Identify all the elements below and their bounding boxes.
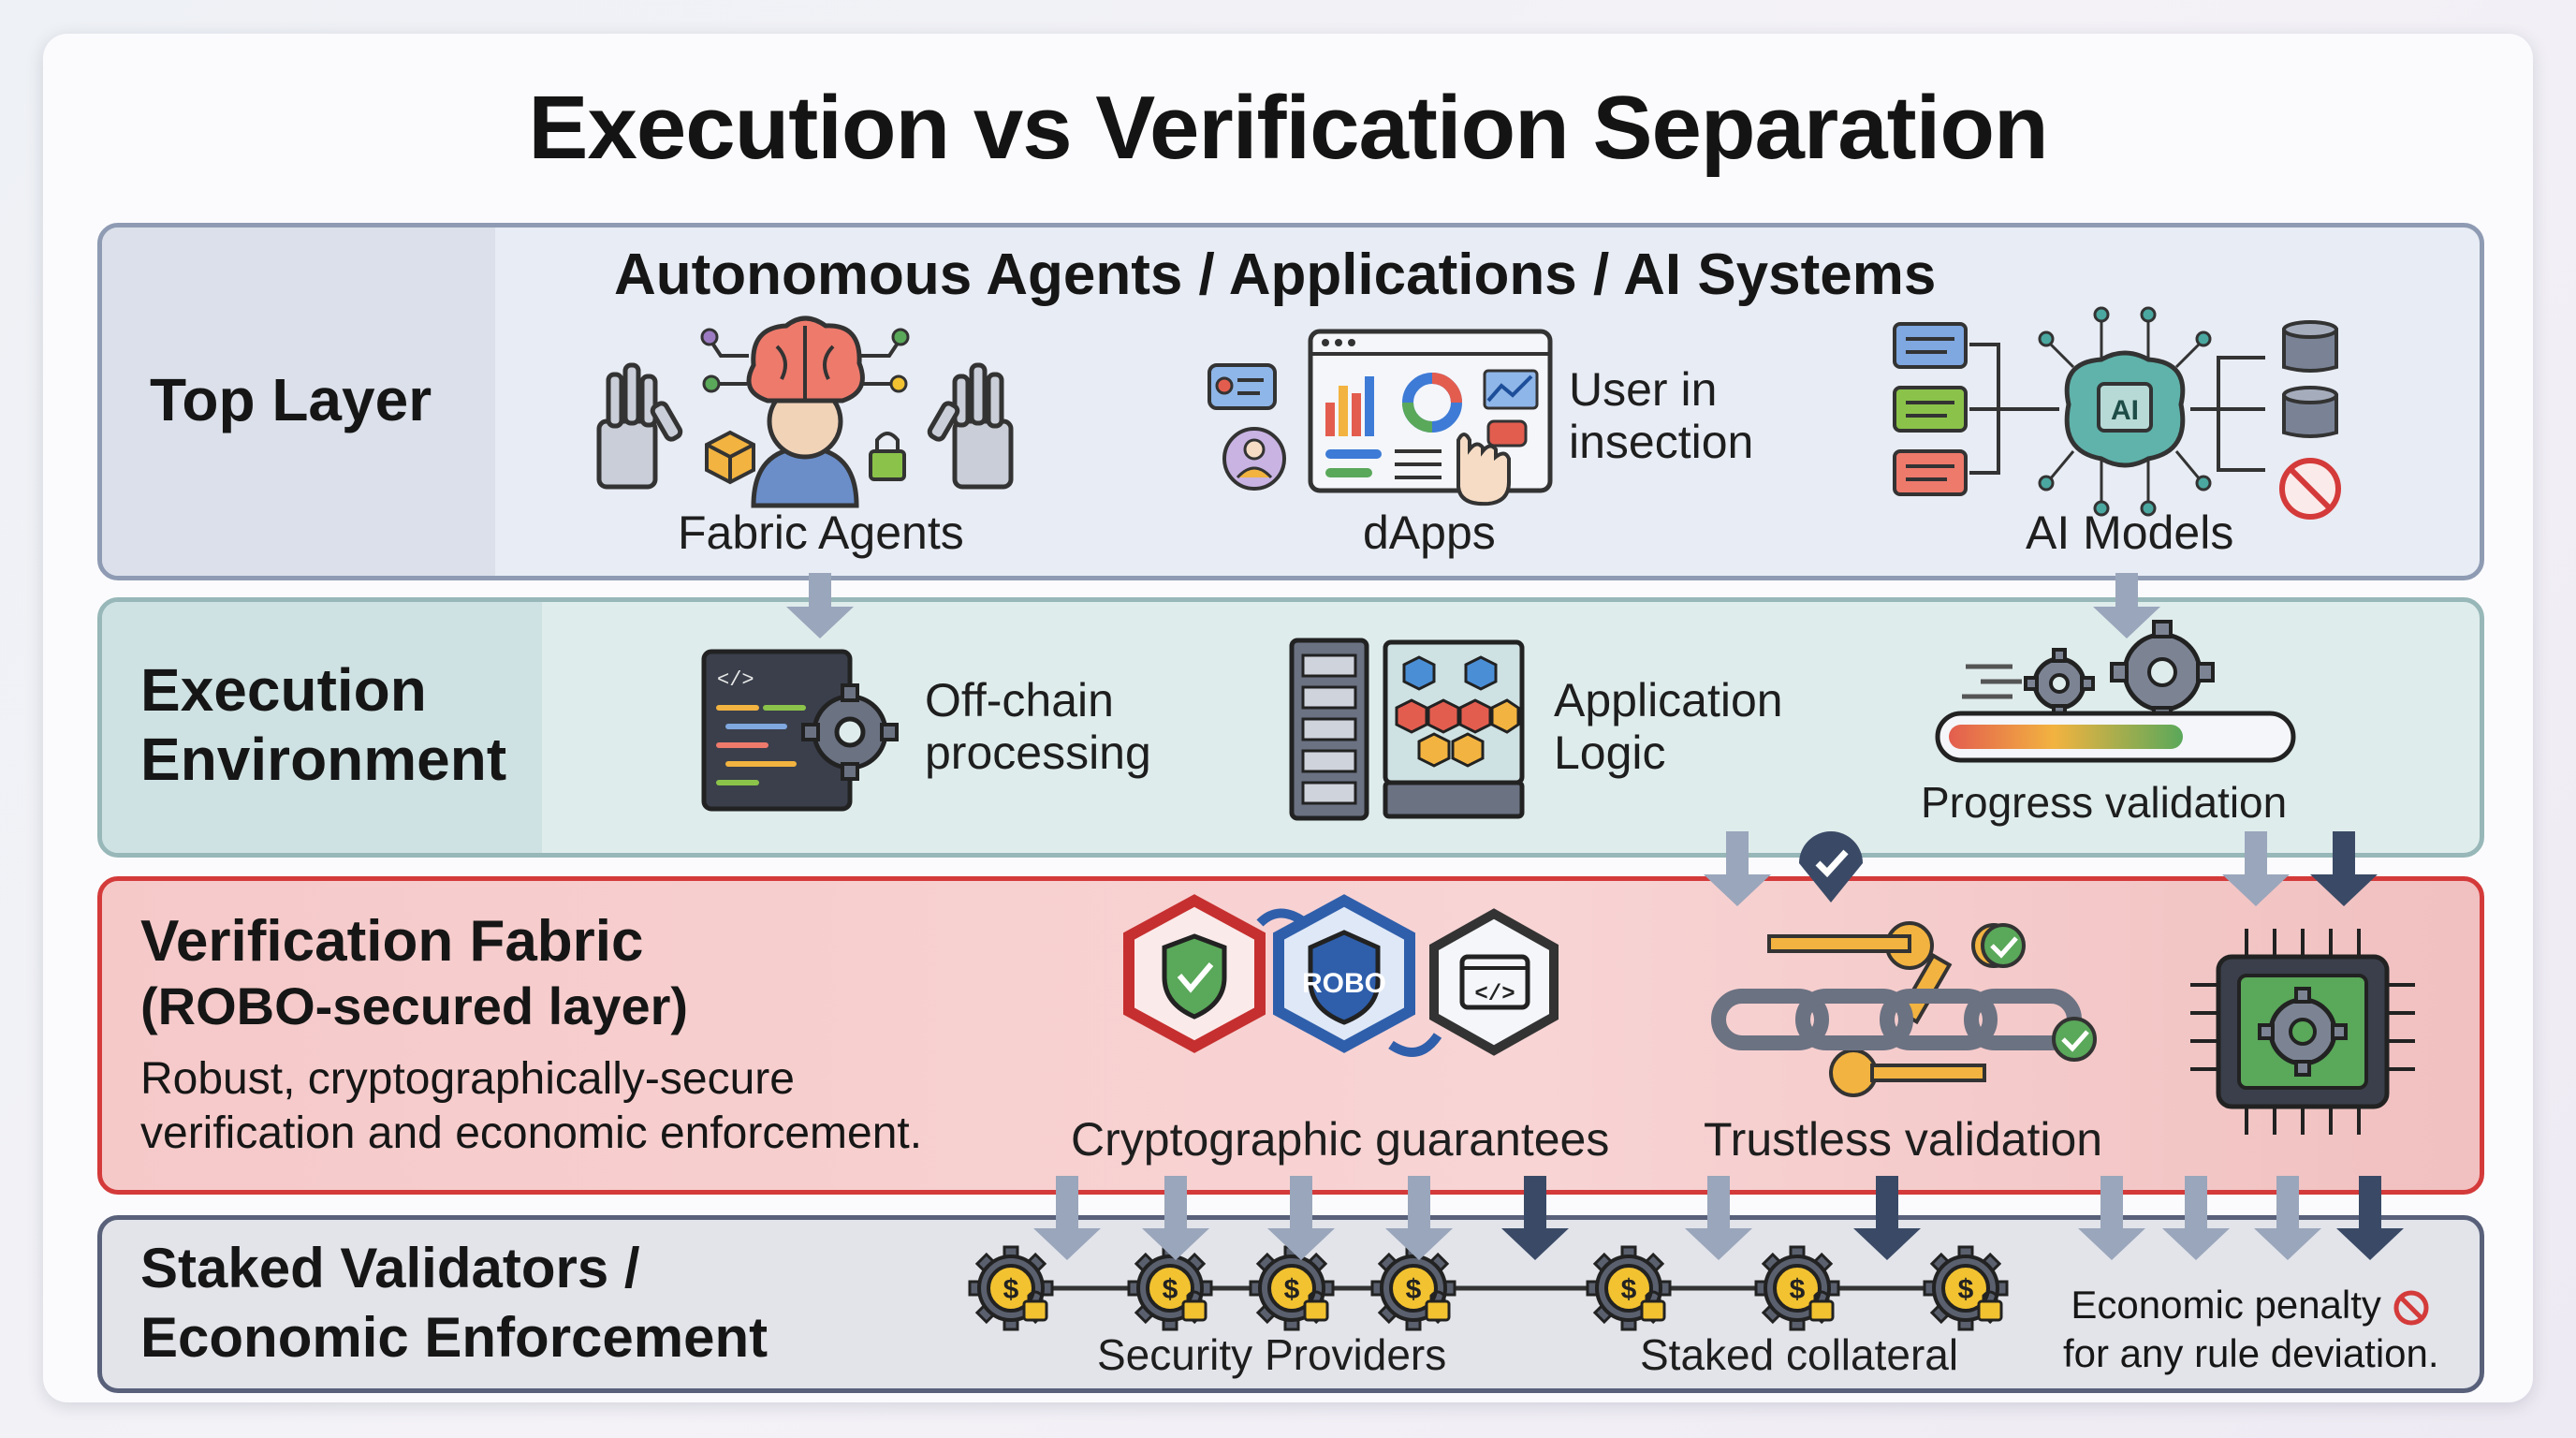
- top-layer-label-panel: [102, 227, 495, 576]
- svg-text:$: $: [1406, 1274, 1422, 1305]
- svg-text:$: $: [1621, 1274, 1637, 1305]
- security-providers-label: Security Providers: [1097, 1330, 1447, 1379]
- validator-coins-row: $ $ $ $ $ $ $: [968, 1245, 2009, 1331]
- crypto-hexagons-icon: ROBO </>: [1123, 894, 1559, 1057]
- staked-label-line1: Staked Validators /: [140, 1237, 640, 1299]
- staked-coin-icon: $: [1127, 1245, 1213, 1331]
- penalty-line1: Economic penalty: [2063, 1281, 2437, 1329]
- page-title: Execution vs Verification Separation: [528, 78, 2048, 178]
- applogic-line2: Logic: [1554, 726, 1666, 779]
- svg-text:$: $: [1790, 1274, 1806, 1305]
- down-arrow-light: [1033, 1176, 1101, 1260]
- execution-label-line1: Execution: [140, 656, 427, 724]
- svg-text:$: $: [1163, 1274, 1178, 1305]
- staked-label-line2: Economic Enforcement: [140, 1306, 768, 1369]
- trustless-chain-icon: [1711, 921, 2097, 1097]
- ai-models-icon: AI: [1893, 306, 2341, 520]
- down-arrow-dark: [2310, 831, 2378, 906]
- down-arrow-light: [1685, 1176, 1752, 1260]
- offchain-label: Off-chain processing: [925, 674, 1151, 779]
- penalty-line1-text: Economic penalty: [2071, 1283, 2381, 1327]
- verification-desc-line1: Robust, cryptographically-secure: [140, 1054, 795, 1104]
- svg-text:$: $: [1003, 1274, 1019, 1305]
- down-arrow-light: [1385, 1176, 1453, 1260]
- verified-check-badge: [1799, 831, 1863, 902]
- prohibited-icon: [2393, 1290, 2429, 1326]
- dapps-icon: [1208, 329, 1553, 506]
- dapps-note: User in insection: [1569, 363, 1753, 468]
- processor-chip-icon: [2190, 929, 2415, 1135]
- staked-coin-icon: $: [1923, 1245, 2009, 1331]
- staked-label: Staked Validators / Economic Enforcement: [140, 1234, 768, 1372]
- applogic-line1: Application: [1554, 674, 1783, 726]
- trustless-validation-label: Trustless validation: [1704, 1113, 2103, 1166]
- svg-text:$: $: [1958, 1274, 1974, 1305]
- staked-coin-icon: $: [1370, 1245, 1456, 1331]
- verification-desc: Robust, cryptographically-secure verific…: [140, 1052, 922, 1161]
- dapps-note-line1: User in: [1569, 363, 1718, 416]
- progress-validation-label: Progress validation: [1921, 778, 2288, 827]
- down-arrow-light: [2254, 1176, 2321, 1260]
- hex-code-tag: </>: [1474, 982, 1515, 1007]
- penalty-line2: for any rule deviation.: [2063, 1331, 2439, 1375]
- down-arrow-light: [2162, 1176, 2230, 1260]
- code-tag: </>: [717, 668, 754, 692]
- svg-text:$: $: [1284, 1274, 1300, 1305]
- robo-text: ROBO: [1302, 968, 1386, 999]
- applogic-label: Application Logic: [1554, 674, 1783, 779]
- penalty-note: Economic penalty for any rule deviation.: [2063, 1281, 2439, 1378]
- crypto-guarantees-label: Cryptographic guarantees: [1071, 1113, 1610, 1166]
- progress-gears-icon: [1935, 620, 2296, 763]
- staked-coin-icon: $: [1249, 1245, 1335, 1331]
- staked-collateral-label: Staked collateral: [1640, 1330, 1959, 1379]
- down-arrow-light: [786, 573, 854, 638]
- server-blocks-icon: [1289, 638, 1525, 821]
- down-arrow-light: [1142, 1176, 1209, 1260]
- down-arrow-dark: [1853, 1176, 1921, 1260]
- down-arrow-light: [2093, 573, 2160, 638]
- code-window-icon: </>: [701, 649, 899, 812]
- offchain-line1: Off-chain: [925, 674, 1114, 726]
- down-arrow-light: [2222, 831, 2290, 906]
- dapps-note-line2: insection: [1569, 416, 1754, 468]
- verification-subtitle: (ROBO-secured layer): [140, 976, 689, 1035]
- fabric-agents-icon: [596, 315, 1014, 508]
- ai-models-label: AI Models: [2026, 506, 2234, 559]
- down-arrow-light: [2078, 1176, 2145, 1260]
- execution-label-panel: [102, 602, 542, 853]
- fabric-agents-label: Fabric Agents: [678, 506, 964, 559]
- down-arrow-light: [1267, 1176, 1335, 1260]
- execution-label-line2: Environment: [140, 726, 507, 793]
- offchain-line2: processing: [925, 726, 1151, 779]
- top-layer-label: Top Layer: [150, 366, 432, 433]
- down-arrow-dark: [2336, 1176, 2404, 1260]
- dapps-label: dApps: [1363, 506, 1496, 559]
- down-arrow-light: [1704, 831, 1771, 906]
- down-arrow-dark: [1501, 1176, 1569, 1260]
- top-layer-header: Autonomous Agents / Applications / AI Sy…: [614, 242, 1937, 307]
- staked-coin-icon: $: [1586, 1245, 1672, 1331]
- verification-desc-line2: verification and economic enforcement.: [140, 1108, 923, 1158]
- execution-label: Execution Environment: [140, 655, 506, 794]
- ai-chip-text: AI: [2111, 395, 2139, 426]
- verification-title: Verification Fabric: [140, 909, 644, 974]
- staked-coin-icon: $: [1754, 1245, 1840, 1331]
- staked-coin-icon: $: [968, 1245, 1054, 1331]
